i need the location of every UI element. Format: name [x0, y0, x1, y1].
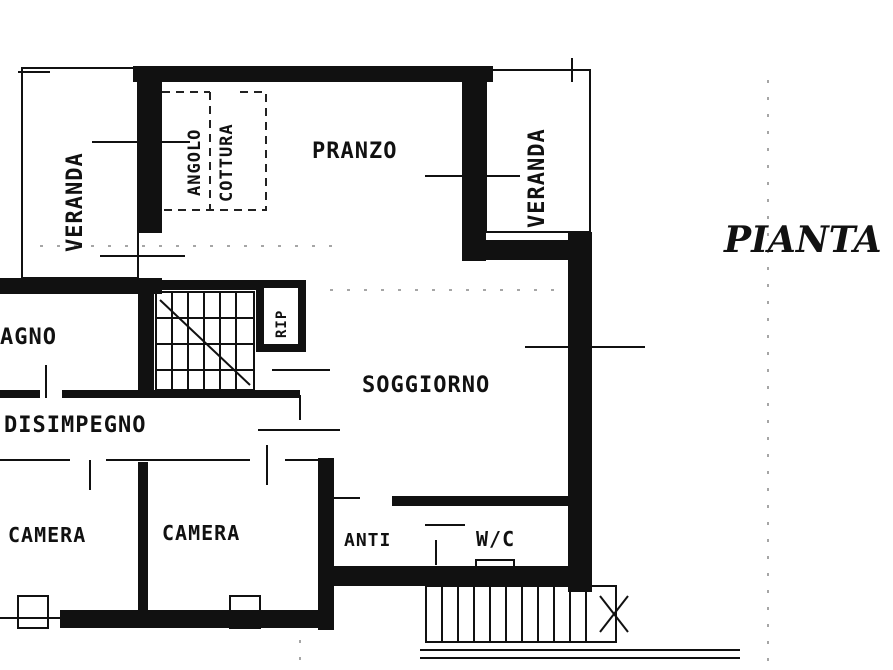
label-angolo: ANGOLO — [185, 129, 205, 196]
label-cottura: COTTURA — [217, 123, 237, 202]
label-disimpegno: DISIMPEGNO — [4, 413, 146, 438]
label-anti: ANTI — [344, 530, 391, 551]
plan-title: PIANTA — [723, 219, 882, 261]
windows — [17, 117, 591, 629]
label-bagno: AGNO — [0, 325, 57, 350]
label-wc: W/C — [476, 527, 515, 551]
walls — [0, 66, 592, 630]
label-soggiorno: SOGGIORNO — [362, 373, 490, 398]
label-ripostiglio: RIP — [274, 310, 290, 338]
label-camera-left: CAMERA — [8, 523, 86, 547]
label-camera-right: CAMERA — [162, 521, 240, 545]
label-pranzo: PRANZO — [312, 139, 397, 164]
label-veranda-left: VERANDA — [63, 152, 88, 252]
label-veranda-right: VERANDA — [525, 128, 550, 228]
stairs — [155, 291, 255, 391]
external-stairs — [425, 585, 629, 643]
